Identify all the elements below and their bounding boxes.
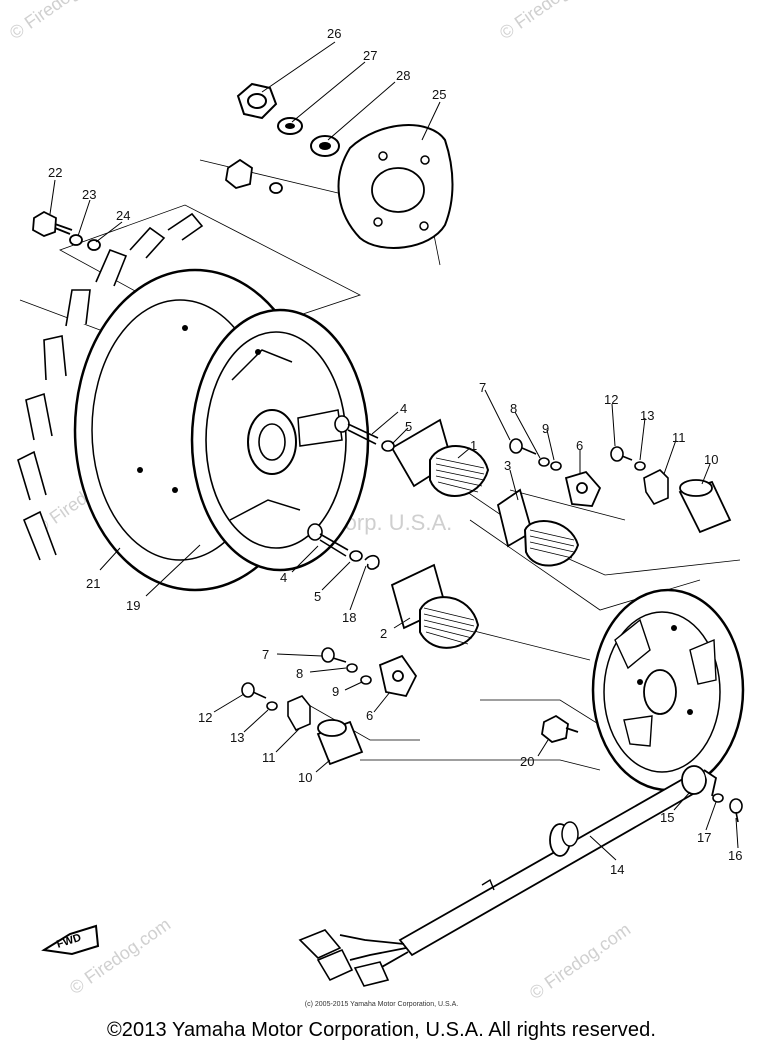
callout-9-upper: 9 [542, 421, 549, 436]
washer-9-lower [360, 675, 372, 685]
washer-27 [277, 117, 303, 135]
coil-3 [496, 488, 580, 567]
callout-13-upper: 13 [640, 408, 654, 423]
bolt-20 [541, 714, 579, 743]
callout-7-upper: 7 [479, 380, 486, 395]
small-credit: (c) 2005-2015 Yamaha Motor Corporation, … [304, 1001, 459, 1008]
callout-7-lower: 7 [262, 647, 269, 662]
condenser-10-lower [316, 719, 364, 766]
screw-4-upper [334, 415, 379, 445]
callout-1: 1 [470, 438, 477, 453]
breaker-6-upper [564, 470, 602, 507]
leader-lines [49, 41, 739, 861]
callouts: 26 27 28 25 22 23 24 4 5 1 7 8 9 3 6 12 … [48, 26, 742, 877]
callout-5-lower: 5 [314, 589, 321, 604]
callout-10-upper: 10 [704, 452, 718, 467]
callout-3: 3 [504, 458, 511, 473]
callout-6-upper: 6 [576, 438, 583, 453]
washer-8-lower [346, 663, 358, 673]
bolt-upper-left [225, 158, 283, 194]
callout-5-upper: 5 [405, 419, 412, 434]
callout-11-lower: 11 [262, 750, 276, 765]
washer-5-lower [349, 550, 363, 562]
callout-4-upper: 4 [400, 401, 407, 416]
washer-23 [69, 234, 83, 246]
callout-17: 17 [697, 830, 711, 845]
callout-28: 28 [396, 68, 410, 83]
watermark-bottom-left: © Firedog.com [66, 914, 174, 998]
washer-28 [310, 135, 340, 157]
coil-1 [390, 418, 490, 497]
callout-20: 20 [520, 754, 534, 769]
fwd-arrow-icon: FWD [41, 924, 100, 956]
callout-11-upper: 11 [672, 430, 686, 445]
screw-7-upper [509, 438, 537, 455]
callout-19: 19 [126, 598, 140, 613]
callout-12-lower: 12 [198, 710, 212, 725]
callout-13-lower: 13 [230, 730, 244, 745]
screw-12-upper [610, 446, 633, 462]
watermark-top-right: © Firedog.com [496, 0, 604, 43]
washer-9-upper [550, 461, 562, 471]
plate-25 [337, 124, 454, 249]
callout-22: 22 [48, 165, 62, 180]
callout-27: 27 [363, 48, 377, 63]
callout-16: 16 [728, 848, 742, 863]
washer-5-upper [381, 440, 395, 452]
watermark-top-left: © Firedog.com [6, 0, 114, 43]
washer-17 [712, 793, 724, 803]
nut-26 [236, 82, 278, 120]
callout-23: 23 [82, 187, 96, 202]
breaker-6-lower [378, 654, 418, 698]
screw-4-lower [307, 523, 349, 557]
clip-18 [364, 554, 380, 570]
washer-24 [87, 239, 101, 251]
callout-9-lower: 9 [332, 684, 339, 699]
callout-14: 14 [610, 862, 624, 877]
callout-4-lower: 4 [280, 570, 287, 585]
callout-8-lower: 8 [296, 666, 303, 681]
condenser-10-upper [678, 479, 732, 534]
callout-8-upper: 8 [510, 401, 517, 416]
wire-harness-14 [298, 773, 702, 987]
rotor-19 [190, 308, 370, 572]
callout-25: 25 [432, 87, 446, 102]
callout-2: 2 [380, 626, 387, 641]
bracket-11-upper [643, 469, 669, 505]
callout-26: 26 [327, 26, 341, 41]
grommet-15 [681, 765, 718, 797]
washer-13-upper [634, 461, 646, 471]
watermark-bottom-right: © Firedog.com [526, 919, 634, 1003]
screw-7-lower [321, 647, 347, 663]
washer-13-lower [266, 701, 278, 711]
stator-plate [591, 588, 745, 792]
callout-21: 21 [86, 576, 100, 591]
coil-2 [390, 563, 480, 649]
callout-12-upper: 12 [604, 392, 618, 407]
screw-12-lower [241, 682, 267, 699]
callout-15: 15 [660, 810, 674, 825]
copyright-footer: ©2013 Yamaha Motor Corporation, U.S.A. A… [106, 1019, 657, 1041]
callout-18: 18 [342, 610, 356, 625]
bolt-22 [32, 210, 73, 237]
callout-6-lower: 6 [366, 708, 373, 723]
callout-10-lower: 10 [298, 770, 312, 785]
washer-8-upper [538, 457, 550, 467]
callout-24: 24 [116, 208, 130, 223]
bracket-11-lower [287, 695, 311, 732]
screw-16 [729, 798, 743, 823]
